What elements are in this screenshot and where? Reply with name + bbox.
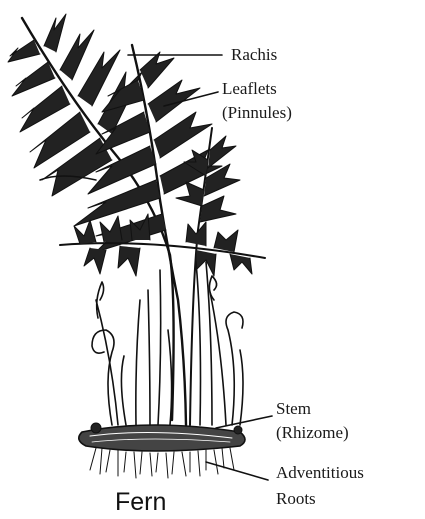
stem-leader <box>216 416 272 428</box>
label-pinnules: (Pinnules) <box>222 103 292 122</box>
stipes <box>92 262 243 425</box>
roots-leader <box>206 462 268 480</box>
label-rhizome: (Rhizome) <box>276 423 349 442</box>
label-adventitious: Adventitious <box>276 463 364 482</box>
label-stem: Stem <box>276 399 311 418</box>
label-rachis: Rachis <box>231 45 277 64</box>
label-roots: Roots <box>276 489 316 508</box>
diagram-caption: Fern <box>115 488 166 516</box>
roots <box>90 448 234 478</box>
label-leaflets: Leaflets <box>222 79 277 98</box>
